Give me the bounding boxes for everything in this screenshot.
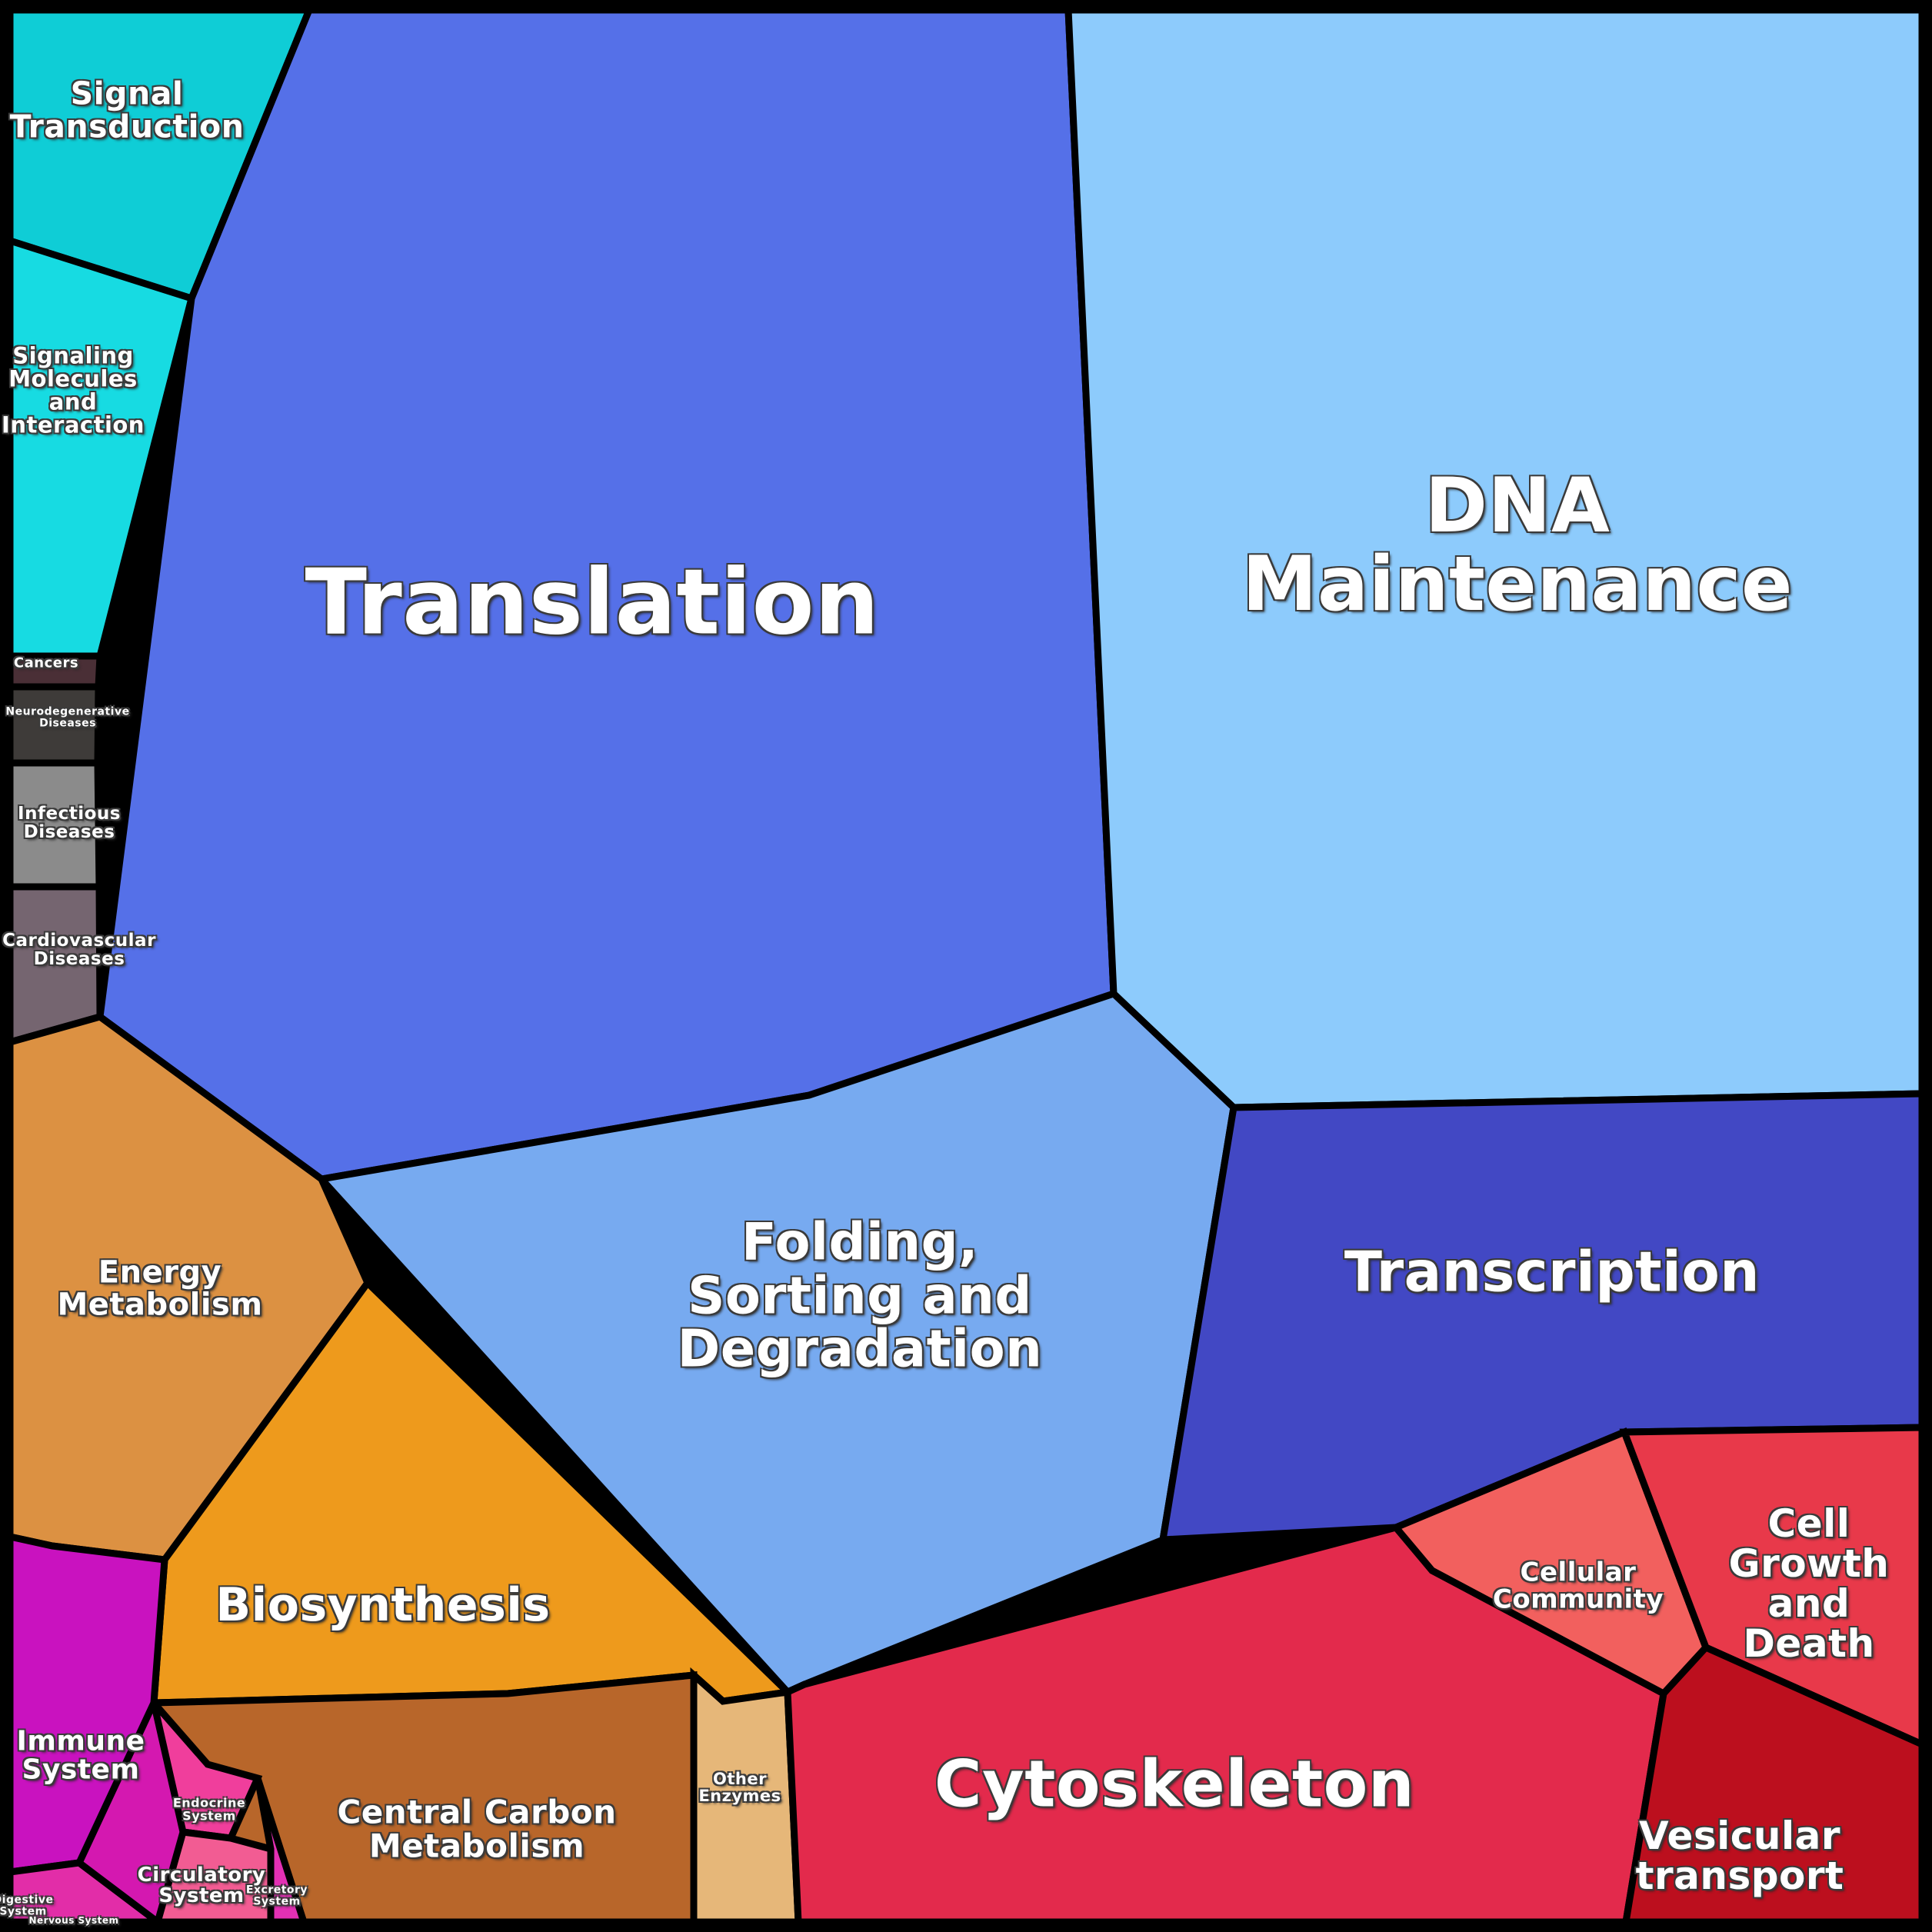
cell-endocrine-system[interactable] [150,1700,263,1842]
cell-cancers[interactable] [6,652,104,691]
cell-dna-maintenance[interactable] [1064,6,1926,1111]
cell-infectious-diseases[interactable] [6,759,103,891]
cell-other-enzymes[interactable] [690,1667,802,1926]
cell-translation[interactable] [96,6,1118,1183]
cell-neurodegenerative-diseases[interactable] [6,683,102,767]
